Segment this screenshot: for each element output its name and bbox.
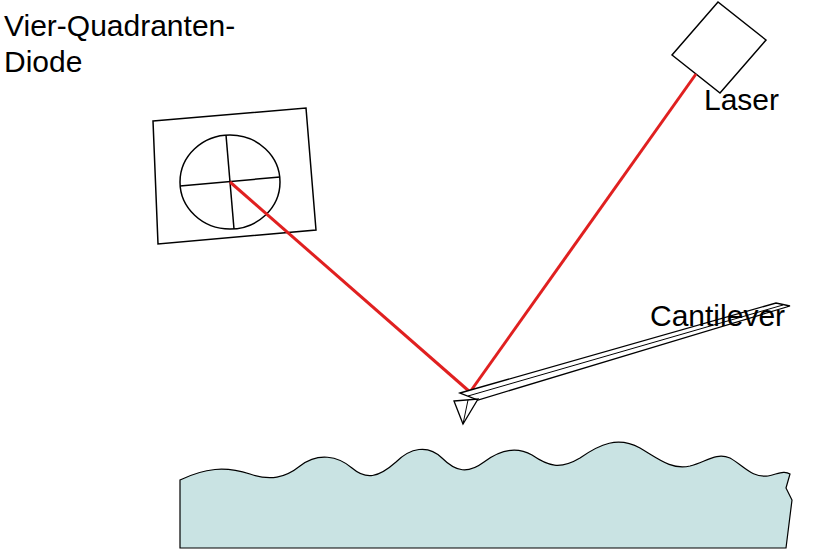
tip-edge [463,400,468,424]
laser-label: Laser [704,82,814,118]
cantilever-tip [454,399,478,424]
diode-housing [153,108,316,244]
detector-label: Vier-Quadranten- Diode [4,8,294,80]
sample-surface [180,442,792,548]
quadrant-divider [180,177,280,186]
laser-housing [672,2,766,93]
reflected-beam [230,182,470,392]
cantilever-label: Cantilever [650,298,815,334]
